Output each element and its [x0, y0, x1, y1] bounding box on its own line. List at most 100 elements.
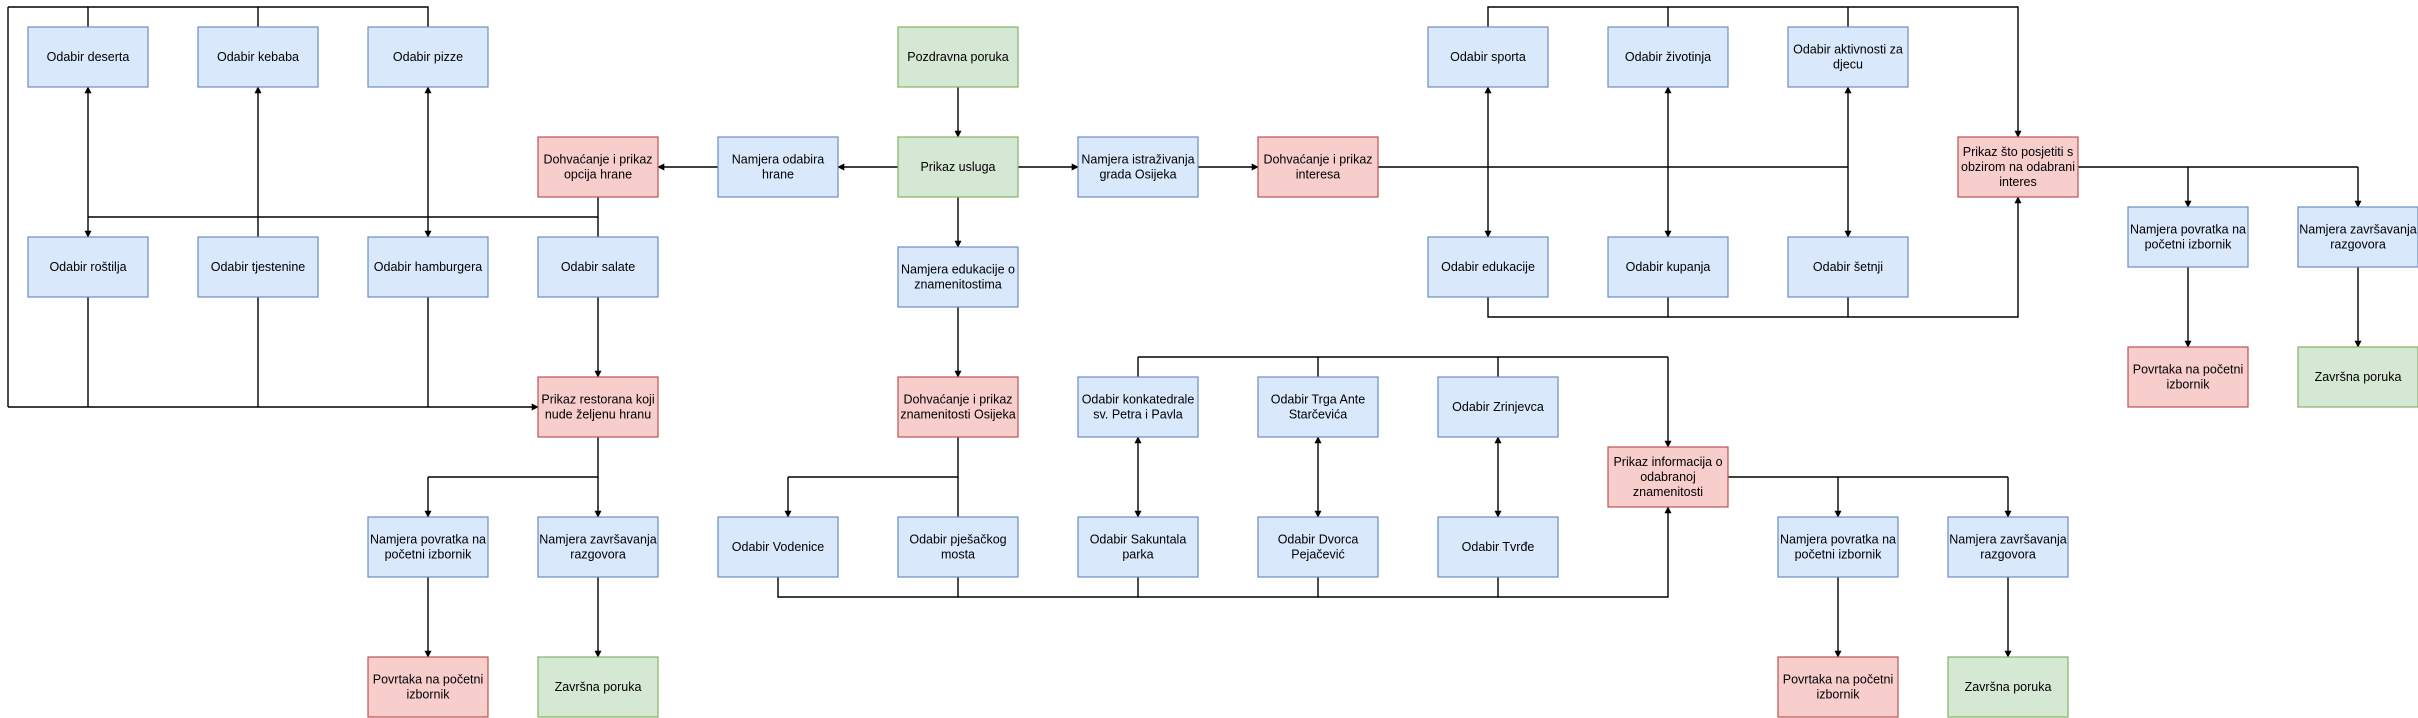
node-box	[717, 136, 839, 198]
node-label: djecu	[1833, 58, 1863, 72]
node-label: Odabir Dvorca	[1278, 533, 1359, 547]
node-label: Odabir životinja	[1625, 50, 1711, 64]
node-label: interesa	[1296, 168, 1341, 182]
flow-node-n34: Odabir Vodenice	[717, 516, 839, 578]
prikaz-informacija-node: Prikaz informacija oodabranojznamenitost…	[1607, 446, 1729, 508]
flow-node-n25: Završna poruka	[2297, 346, 2418, 408]
node-label: opcija hrane	[564, 168, 632, 182]
node-label: Odabir kebaba	[217, 50, 299, 64]
node-label: razgovora	[570, 548, 626, 562]
node-label: Odabir sporta	[1450, 50, 1526, 64]
flow-node-n1: Odabir deserta	[27, 26, 149, 88]
edge-interests-bottom-loop	[1487, 196, 2022, 318]
node-box	[537, 236, 659, 298]
node-label: početni izbornik	[385, 548, 473, 562]
node-box	[717, 516, 839, 578]
node-label: Završna poruka	[555, 680, 642, 694]
node-box	[1077, 376, 1199, 438]
node-label: Odabir deserta	[47, 50, 130, 64]
node-box	[2297, 206, 2418, 268]
node-label: Starčevića	[1289, 408, 1347, 422]
node-box	[537, 136, 659, 198]
node-label: izbornik	[2166, 378, 2210, 392]
node-label: Namjera istraživanja	[1081, 153, 1194, 167]
node-box	[367, 236, 489, 298]
node-label: Dohvaćanje i prikaz	[903, 393, 1012, 407]
node-box	[1257, 136, 1379, 198]
flow-node-n17: Odabir tjestenine	[197, 236, 319, 298]
flow-node-n18: Odabir hamburgera	[367, 236, 489, 298]
node-box	[197, 26, 319, 88]
node-label: Prikaz informacija o	[1613, 455, 1722, 469]
node-box	[1437, 376, 1559, 438]
node-box	[1787, 236, 1909, 298]
node-label: Odabir Trga Ante	[1271, 393, 1366, 407]
node-box	[2127, 206, 2249, 268]
node-label: početni izbornik	[2145, 238, 2233, 252]
node-box	[197, 236, 319, 298]
node-label: mosta	[941, 548, 975, 562]
node-box	[1607, 26, 1729, 88]
flow-node-n38: Odabir Tvrđe	[1437, 516, 1559, 578]
node-label: parka	[1122, 548, 1153, 562]
node-label: Namjera završavanja	[1949, 533, 2066, 547]
node-box	[27, 26, 149, 88]
node-box	[367, 516, 489, 578]
flow-node-n3: Odabir pizze	[367, 26, 489, 88]
node-box	[897, 246, 1019, 308]
node-label: Pejačević	[1291, 548, 1345, 562]
pozdravna-poruka-node: Pozdravna poruka	[897, 26, 1019, 88]
node-label: Prikaz usluga	[920, 160, 995, 174]
node-label: znamenitosti Osijeka	[900, 408, 1015, 422]
node-label: obzirom na odabrani	[1961, 160, 2075, 174]
node-label: hrane	[762, 168, 794, 182]
flow-node-n44: Završna poruka	[1947, 656, 2069, 718]
node-label: Odabir Sakuntala	[1090, 533, 1187, 547]
node-label: razgovora	[2330, 238, 2386, 252]
node-label: Odabir Tvrđe	[1462, 540, 1535, 554]
node-box	[897, 376, 1019, 438]
node-label: Namjera povratka na	[370, 533, 486, 547]
flow-node-n16: Odabir roštilja	[27, 236, 149, 298]
node-label: nude željenu hranu	[545, 408, 651, 422]
node-box	[537, 516, 659, 578]
flow-node-n19: Odabir salate	[537, 236, 659, 298]
node-label: Namjera odabira	[732, 153, 824, 167]
node-box	[1607, 446, 1729, 508]
node-label: izbornik	[406, 688, 450, 702]
node-label: odabranoj	[1640, 470, 1696, 484]
node-box	[1427, 26, 1549, 88]
node-box	[537, 656, 659, 718]
node-label: Odabir hamburgera	[374, 260, 482, 274]
node-box	[367, 26, 489, 88]
node-label: grada Osijeka	[1099, 168, 1176, 182]
node-label: razgovora	[1980, 548, 2036, 562]
node-label: početni izbornik	[1795, 548, 1883, 562]
node-box	[1257, 516, 1379, 578]
node-box	[1777, 656, 1899, 718]
flow-node-n42: Završna poruka	[537, 656, 659, 718]
node-box	[1607, 236, 1729, 298]
node-box	[1947, 656, 2069, 718]
node-box	[1947, 516, 2069, 578]
flow-node-n23: Odabir šetnji	[1787, 236, 1909, 298]
node-label: Odabir kupanja	[1626, 260, 1711, 274]
node-label: Odabir konkatedrale	[1082, 393, 1195, 407]
node-label: Prikaz što posjetiti s	[1963, 145, 2073, 159]
edge-interests-top-loop	[1487, 6, 2022, 138]
